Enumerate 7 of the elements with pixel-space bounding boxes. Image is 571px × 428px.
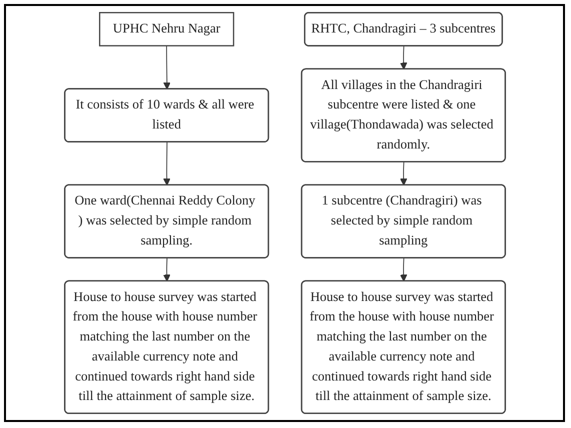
- arrow: [399, 258, 407, 282]
- node-box: UPHC Nehru Nagar: [98, 12, 234, 46]
- arrow: [162, 45, 170, 90]
- arrow: [162, 142, 170, 186]
- arrow: [399, 162, 407, 186]
- arrow: [162, 258, 170, 282]
- arrow: [399, 46, 407, 70]
